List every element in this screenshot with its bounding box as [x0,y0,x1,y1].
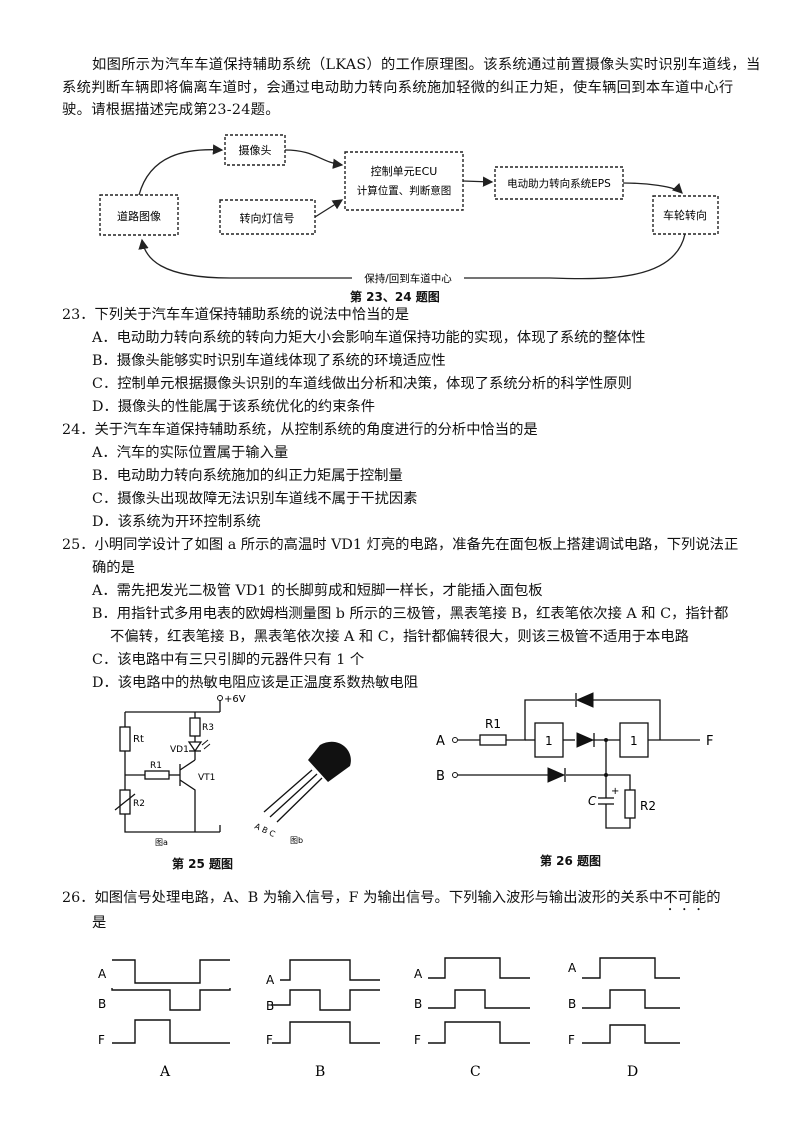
q24-option-d: D．该系统为开环控制系统 [92,514,261,530]
fig26-caption: 第 26 题图 [540,854,602,868]
lkas-block-diagram: 道路图像 摄像头 转向灯信号 控制单元ECU 计算位置、判断意图 电动助力转向系… [99,134,719,286]
road-image-box: 道路图像 [117,209,161,223]
q23-option-a: A．电动助力转向系统的转向力矩大小会影响车道保持功能的实现，体现了系统的整体性 [92,330,646,346]
fig26-input-a: A [436,734,445,749]
fig25-label-b: 图b [290,836,303,845]
q23-option-c: C．控制单元根据摄像头识别的车道线做出分析和决策，体现了系统分析的科学性原则 [92,376,632,392]
wave-choice-a: A [159,1064,171,1080]
fig25-caption: 第 25 题图 [172,857,234,871]
q25-option-b: B．用指针式多用电表的欧姆档测量图 b 所示的三极管，黑表笔接 B，红表笔依次接… [92,606,729,622]
wave-choice-c: C [470,1064,481,1080]
q26-stem-line2: 是 [92,915,107,931]
q23-option-d: D．摄像头的性能属于该系统优化的约束条件 [92,399,376,415]
fig26-r2-label: R2 [640,799,656,813]
fig26-gate1: 1 [545,734,553,748]
q25-option-a: A．需先把发光二极管 VD1 的长脚剪成和短脚一样长，才能插入面包板 [92,583,543,599]
q25-option-c: C．该电路中有三只引脚的元器件只有 1 个 [92,652,365,668]
ecu-box-line2: 计算位置、判断意图 [357,184,452,197]
fig25-vd1-label: VD1 [170,745,189,755]
fig26-circuit: R1 A B F 1 1 C + R2 [436,692,713,829]
intro-paragraph: 如图所示为汽车车道保持辅助系统（LKAS）的工作原理图。该系统通过前置摄像头实时… [62,57,761,119]
eps-box: 电动助力转向系统EPS [507,177,611,190]
fig25-r1-label: R1 [150,761,162,771]
fig25-rt-label: Rt [133,734,144,745]
fig26-r1-label: R1 [485,717,501,731]
fig26-input-b: B [436,769,445,784]
q25-option-d: D．该电路中的热敏电阻应该是正温度系数热敏电阻 [92,675,418,691]
fig25-supply-label: +6V [224,694,246,705]
q24-stem: 24．关于汽车车道保持辅助系统，从控制系统的角度进行的分析中恰当的是 [62,422,538,438]
q24-option-c: C．摄像头出现故障无法识别车道线不属于干扰因素 [92,491,418,507]
fig26-cap-plus: + [611,786,619,797]
fig25-circuit-a: +6V Rt R3 VD1 R1 VT1 R2 图a [114,694,246,847]
wave-a-sig-b: B [98,997,106,1011]
fig25-pin-labels: A B C [253,822,277,839]
wave-b-sig-b: B [266,999,274,1013]
q24-option-a: A．汽车的实际位置属于输入量 [92,445,289,461]
fig25-label-a: 图a [155,838,168,847]
wave-choice-d: D [627,1064,638,1080]
wave-b-sig-a: A [266,973,275,987]
q26-stem: 26．如图信号处理电路，A、B 为输入信号，F 为输出信号。下列输入波形与输出波… [62,887,762,914]
wave-choice-b: B [315,1064,325,1080]
q25-stem-line1: 25．小明同学设计了如图 a 所示的高温时 VD1 灯亮的电路，准备先在面包板上… [62,537,739,553]
q26-stem-before: 26．如图信号处理电路，A、B 为输入信号，F 为输出信号。下列输入波形与输出波… [62,890,664,906]
ecu-box-line1: 控制单元ECU [371,164,438,178]
wave-a-sig-a: A [98,967,107,981]
wheel-steer-box: 车轮转向 [663,208,707,222]
q23-stem: 23．下列关于汽车车道保持辅助系统的说法中恰当的是 [62,307,410,323]
fig26-cap-label: C [588,794,597,808]
diagram-caption: 第 23、24 题图 [350,290,440,304]
fig25-vt1-label: VT1 [198,773,215,783]
fig26-output-f: F [706,734,713,749]
q25-stem-line2: 确的是 [92,560,135,576]
q24-option-b: B．电动助力转向系统施加的纠正力矩属于控制量 [92,468,403,484]
wave-d-sig-b: B [568,997,576,1011]
wave-b-sig-f: F [266,1033,273,1047]
fig26-gate2: 1 [630,734,638,748]
q26-waveforms: A B F A B F A B F A B F A B C D [98,957,680,1080]
q26-stem-emphasis: 不可能 [663,890,707,906]
fig25-r3-label: R3 [202,723,214,733]
q26-stem-after: 的 [706,890,721,906]
wave-c-sig-b: B [414,997,422,1011]
camera-box: 摄像头 [239,143,272,157]
wave-a-sig-f: F [98,1033,105,1047]
wave-d-sig-f: F [568,1033,575,1047]
q25-option-b-cont: 不偏转，红表笔接 B，黑表笔依次接 A 和 C，指针都偏转很大，则该三极管不适用… [110,629,689,645]
feedback-label: 保持/回到车道中心 [364,272,452,285]
wave-d-sig-a: A [568,961,577,975]
q23-option-b: B．摄像头能够实时识别车道线体现了系统的环境适应性 [92,353,446,369]
wave-c-sig-a: A [414,967,423,981]
fig25-transistor-b: A B C 图b [253,741,351,845]
fig25-r2-label: R2 [133,799,145,809]
wave-c-sig-f: F [414,1033,421,1047]
turn-signal-box: 转向灯信号 [240,211,295,225]
